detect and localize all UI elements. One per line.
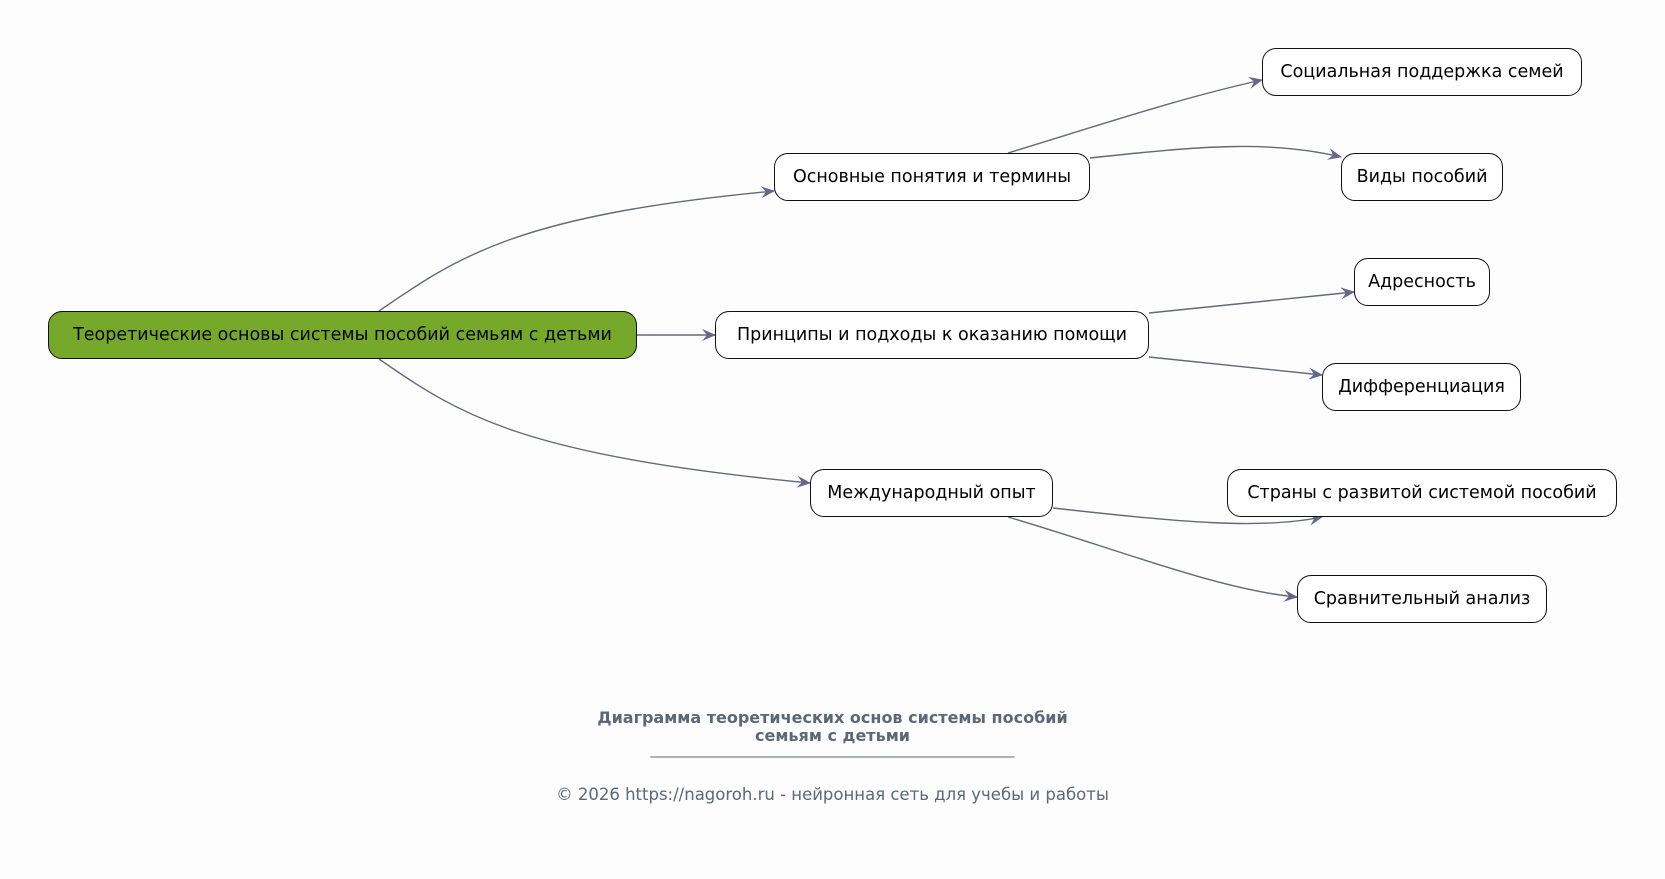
node-differentiation[interactable]: Дифференциация	[1322, 363, 1521, 411]
node-concepts[interactable]: Основные понятия и термины	[774, 153, 1090, 201]
edge-principles-differentiation	[1148, 356, 1323, 380]
diagram-title: Диаграмма теоретических основ системы по…	[0, 709, 1665, 745]
title-line-1: Диаграмма теоретических основ системы по…	[597, 708, 1068, 727]
edge-root-international	[378, 358, 811, 488]
node-international[interactable]: Международный опыт	[810, 469, 1053, 517]
node-social-support[interactable]: Социальная поддержка семей	[1262, 48, 1582, 96]
edge-root-concepts	[378, 186, 775, 312]
root-node[interactable]: Теоретические основы системы пособий сем…	[48, 311, 637, 359]
title-line-2: семьям с детьми	[755, 726, 910, 745]
edge-principles-targeting	[1148, 287, 1355, 314]
footer-separator: ________________________________________…	[650, 742, 1015, 758]
node-benefit-types[interactable]: Виды пособий	[1341, 153, 1503, 201]
edge-concepts-support	[1007, 76, 1263, 154]
node-principles[interactable]: Принципы и подходы к оказанию помощи	[715, 311, 1149, 359]
edge-concepts-types	[1089, 145, 1342, 160]
copyright: © 2026 https://nagoroh.ru - нейронная се…	[556, 785, 1109, 804]
node-developed-countries[interactable]: Страны с развитой системой пособий	[1227, 469, 1617, 517]
node-targeting[interactable]: Адресность	[1354, 258, 1490, 306]
node-comparative-analysis[interactable]: Сравнительный анализ	[1297, 575, 1547, 623]
edge-international-comparison	[1007, 516, 1298, 602]
edge-international-countries	[1052, 507, 1323, 526]
